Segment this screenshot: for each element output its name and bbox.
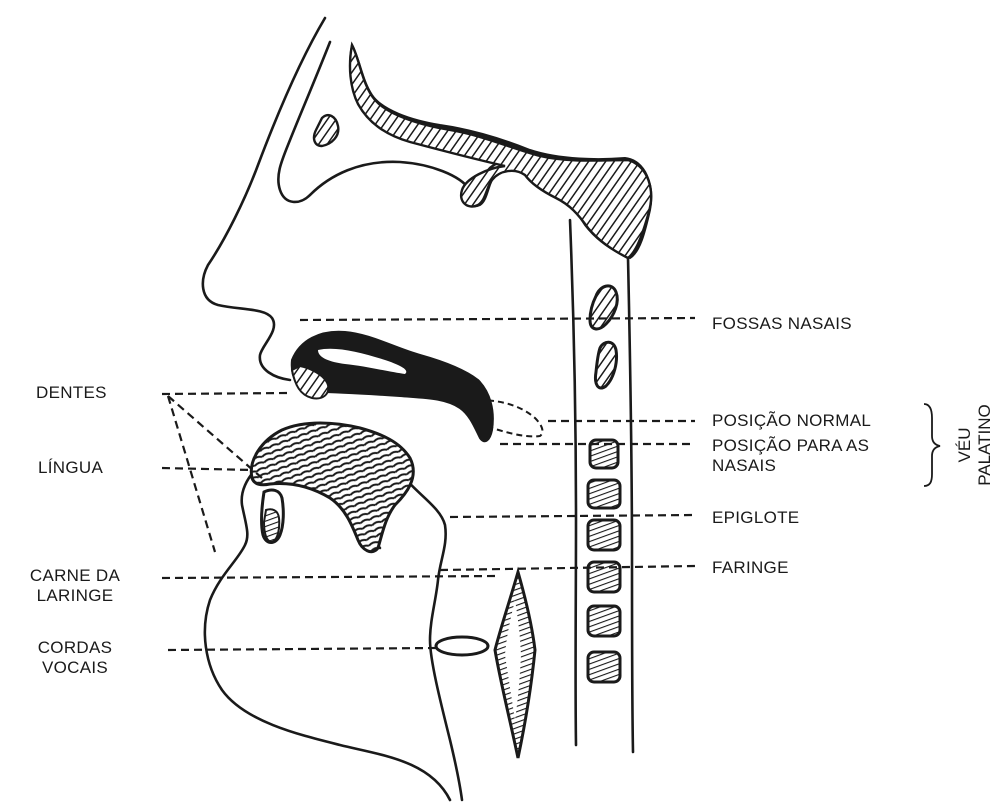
label-veu-palatino-line2: PALATINO: [975, 390, 995, 500]
lower-tooth-root: [264, 509, 279, 542]
leader-dentes-diag-b: [168, 396, 215, 552]
spine-back-line: [628, 258, 633, 752]
label-veu-palatino: VÉU PALATINO: [955, 390, 995, 500]
chin-outline: [205, 470, 450, 800]
leader-cordas-vocais: [168, 648, 436, 650]
label-posicao-normal: POSIÇÃO NORMAL: [712, 411, 871, 431]
vertebra-5: [588, 520, 620, 550]
leader-epiglote: [450, 515, 695, 517]
label-epiglote: EPIGLOTE: [712, 508, 799, 528]
vertebra-4: [588, 480, 620, 508]
leader-faringe: [440, 566, 695, 570]
leader-lingua: [162, 468, 252, 470]
vertebra-2: [595, 342, 616, 388]
vertebra-8: [588, 652, 620, 682]
label-posicao-nasais-line1: POSIÇÃO PARA AS: [712, 436, 869, 456]
label-faringe: FARINGE: [712, 558, 789, 578]
veu-palatino-brace: [924, 404, 940, 486]
vertebra-7: [588, 606, 620, 636]
leader-carne-laringe: [162, 576, 500, 578]
leader-fossas-nasais: [300, 318, 695, 320]
label-carne-da-laringe: CARNE DA LARINGE: [10, 566, 140, 606]
label-cordas-vocais: CORDAS VOCAIS: [20, 638, 130, 678]
label-posicao-para-as-nasais: POSIÇÃO PARA AS NASAIS: [712, 436, 869, 476]
label-dentes: DENTES: [36, 383, 107, 403]
label-cordas-vocais-line1: CORDAS: [20, 638, 130, 658]
label-carne-da-laringe-line2: LARINGE: [10, 586, 140, 606]
vertebra-1: [590, 286, 617, 329]
label-carne-da-laringe-line1: CARNE DA: [10, 566, 140, 586]
throat-front-line: [400, 470, 462, 800]
label-posicao-nasais-line2: NASAIS: [712, 456, 869, 476]
spine-front-line: [570, 220, 576, 745]
sinus-shape: [314, 115, 338, 146]
leader-dentes-diag-a: [168, 396, 262, 478]
label-lingua: LÍNGUA: [38, 458, 103, 478]
leader-dentes: [162, 393, 290, 394]
label-veu-palatino-line1: VÉU: [955, 390, 975, 500]
label-cordas-vocais-line2: VOCAIS: [20, 658, 130, 678]
vocal-cords-shape: [436, 637, 488, 655]
skull-palate-fill: [350, 45, 651, 258]
label-fossas-nasais: FOSSAS NASAIS: [712, 314, 852, 334]
